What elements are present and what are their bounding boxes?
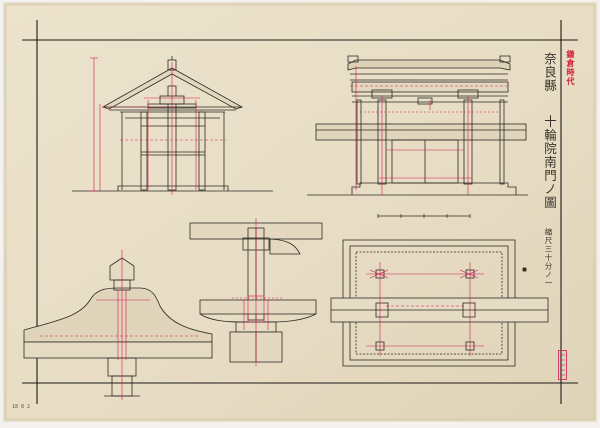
floor-plan-dimensions [366, 262, 484, 356]
drawing-title: 奈良縣 十輪院南門ノ圖 [542, 52, 557, 210]
cross-section-dimensions [40, 250, 200, 400]
title-prefecture: 奈良縣 [542, 52, 557, 93]
scale-note: 縮尺三十分ノ一 [544, 228, 553, 288]
archive-stamp-icon [558, 350, 567, 380]
era-label: 鎌倉時代 [566, 50, 576, 86]
scale-bar [377, 214, 471, 218]
joint-detail-dimensions [232, 218, 282, 366]
title-subject: 十輪院南門ノ圖 [542, 114, 557, 210]
sheet-number: 18 8 2 [12, 404, 31, 410]
side-elevation-dimensions [350, 66, 510, 195]
side-elevation [307, 55, 528, 196]
front-elevation-dimensions [90, 57, 226, 195]
